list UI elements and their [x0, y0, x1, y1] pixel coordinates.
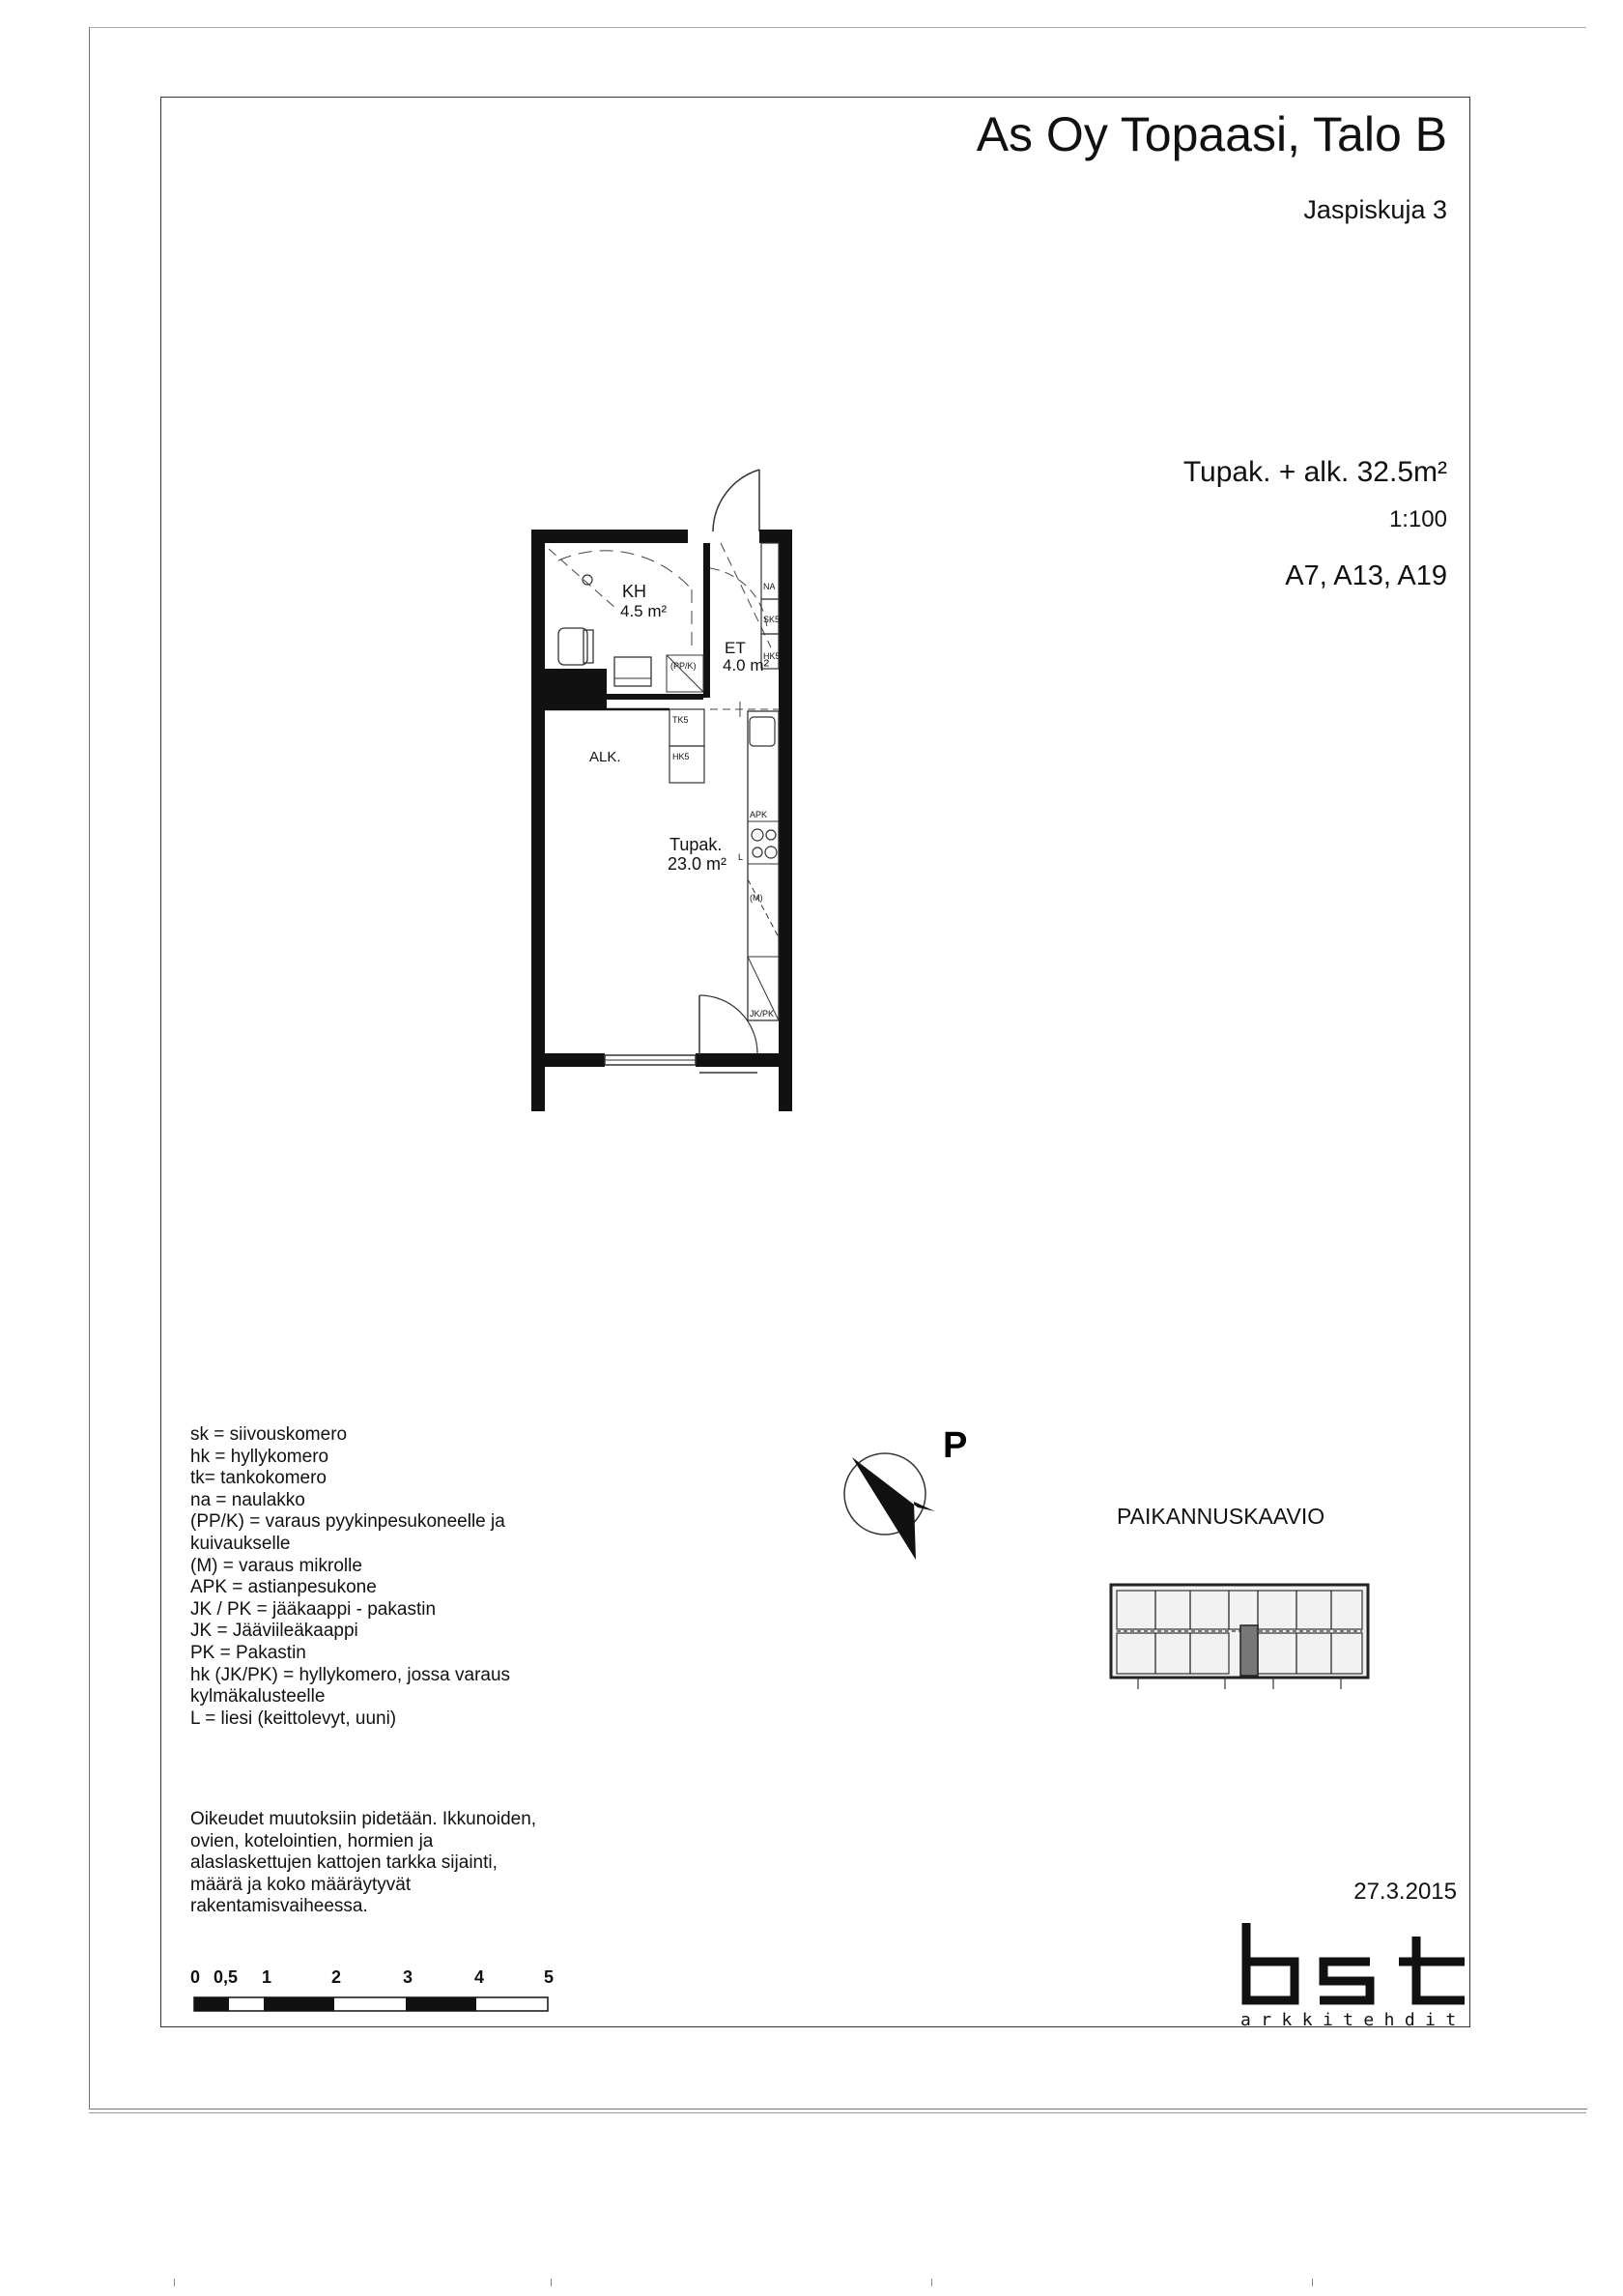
scalebar-label: 4 [474, 1967, 485, 1987]
project-title: As Oy Topaasi, Talo B [976, 107, 1447, 161]
drawing-frame [160, 97, 1470, 2027]
fixture-apk: APK [750, 810, 767, 819]
balcony-door-swing [698, 994, 758, 1054]
scalebar-label: 2 [331, 1967, 342, 1987]
legend-item: L = liesi (keittolevyt, uuni) [190, 1708, 397, 1729]
room-et-name: ET [725, 639, 746, 657]
fixture-tk: TK5 [672, 715, 689, 725]
legend-item: APK = astianpesukone [190, 1577, 377, 1598]
sheet-bottom-line [89, 2112, 1586, 2113]
drawing-scale: 1:100 [1388, 506, 1447, 532]
apartment-area: Tupak. + alk. 32.5m² [1182, 456, 1447, 488]
scalebar-label: 5 [544, 1967, 555, 1987]
disclaimer-line: Oikeudet muutoksiin pidetään. Ikkunoiden… [190, 1809, 537, 1829]
crop-mark [931, 2279, 932, 2286]
legend-item: hk (JK/PK) = hyllykomero, jossa varaus [190, 1664, 511, 1685]
site-plan-highlight [1239, 1624, 1259, 1677]
entrance-door-swing [712, 469, 760, 532]
legend-item: PK = Pakastin [190, 1642, 306, 1663]
fixture-na: NA [763, 582, 776, 591]
kitchen-counter [747, 710, 780, 1021]
disclaimer-line: rakentamisvaiheessa. [190, 1896, 368, 1917]
scalebar-label: 0,5 [214, 1967, 239, 1987]
sheet-top-line [89, 27, 1586, 28]
sheet-frame [89, 27, 1587, 2109]
legend-item: hk = hyllykomero [190, 1446, 329, 1467]
site-plan [1109, 1583, 1370, 1689]
legend-item: JK / PK = jääkaappi - pakastin [190, 1598, 437, 1620]
bst-logo [1241, 1923, 1465, 2005]
room-tupak-name: Tupak. [669, 835, 722, 854]
drawing-date: 27.3.2015 [1353, 1879, 1457, 1905]
disclaimer: Oikeudet muutoksiin pidetään. Ikkunoiden… [190, 1809, 577, 1918]
legend-item: (M) = varaus mikrolle [190, 1555, 362, 1576]
logo-subtitle: arkkitehdit [1240, 2010, 1466, 2030]
scalebar-labels: 0 0,5 1 2 3 4 5 [190, 1967, 557, 1993]
legend-item: tk= tankokomero [190, 1468, 327, 1489]
legend-item: na = naulakko [190, 1489, 305, 1510]
fixture-m: (M) [750, 893, 763, 903]
scalebar-label: 3 [403, 1967, 413, 1987]
disclaimer-line: alaslaskettujen kattojen tarkka sijainti… [190, 1852, 498, 1874]
abbreviation-legend: sk = siivouskomero hk = hyllykomero tk= … [190, 1424, 577, 1730]
legend-item: sk = siivouskomero [190, 1424, 348, 1445]
room-et-area: 4.0 m² [723, 656, 770, 674]
crop-mark [174, 2279, 175, 2286]
fixture-hk2: HK5 [672, 752, 690, 761]
fixture-sk: SK5 [763, 615, 780, 624]
legend-item: kylmäkalusteelle [190, 1686, 326, 1708]
room-kh-area: 4.5 m² [620, 602, 668, 620]
legend-item: (PP/K) = varaus pyykinpesukoneelle ja [190, 1511, 505, 1533]
legend-item: JK = Jääviileäkaappi [190, 1621, 358, 1642]
fixture-hk: HK5 [763, 651, 781, 661]
scalebar [193, 1996, 549, 2012]
fixture-l: L [738, 852, 743, 862]
site-plan-label: PAIKANNUSKAAVIO [1117, 1504, 1325, 1529]
wall-right [779, 530, 792, 1111]
wall-left [531, 530, 545, 1111]
fixture-jkpk: JK/PK [750, 1009, 774, 1019]
apartment-numbers: A7, A13, A19 [1285, 560, 1447, 591]
scalebar-label: 0 [190, 1967, 201, 1987]
scalebar-label: 1 [262, 1967, 272, 1987]
north-label: P [943, 1425, 967, 1466]
legend-item: kuivaukselle [190, 1533, 291, 1554]
room-kh-name: KH [622, 582, 646, 601]
crop-mark [1312, 2279, 1313, 2286]
toilet [557, 627, 588, 666]
project-address: Jaspiskuja 3 [1303, 195, 1447, 224]
north-arrow-icon: P [843, 1425, 967, 1560]
fixture-ppk: (PP/K) [670, 661, 697, 671]
wall-block [545, 669, 607, 709]
wall-top-left [531, 530, 688, 543]
room-tupak-area: 23.0 m² [668, 854, 726, 874]
room-alk-name: ALK. [589, 749, 621, 765]
washbasin [613, 656, 652, 687]
floor-plan: KH 4.5 m² ET 4.0 m² Tupak. 23.0 m² ALK. … [531, 469, 792, 1111]
disclaimer-line: ovien, kotelointien, hormien ja [190, 1830, 434, 1851]
crop-mark [551, 2279, 552, 2286]
disclaimer-line: määrä ja koko määräytyvät [190, 1874, 412, 1895]
